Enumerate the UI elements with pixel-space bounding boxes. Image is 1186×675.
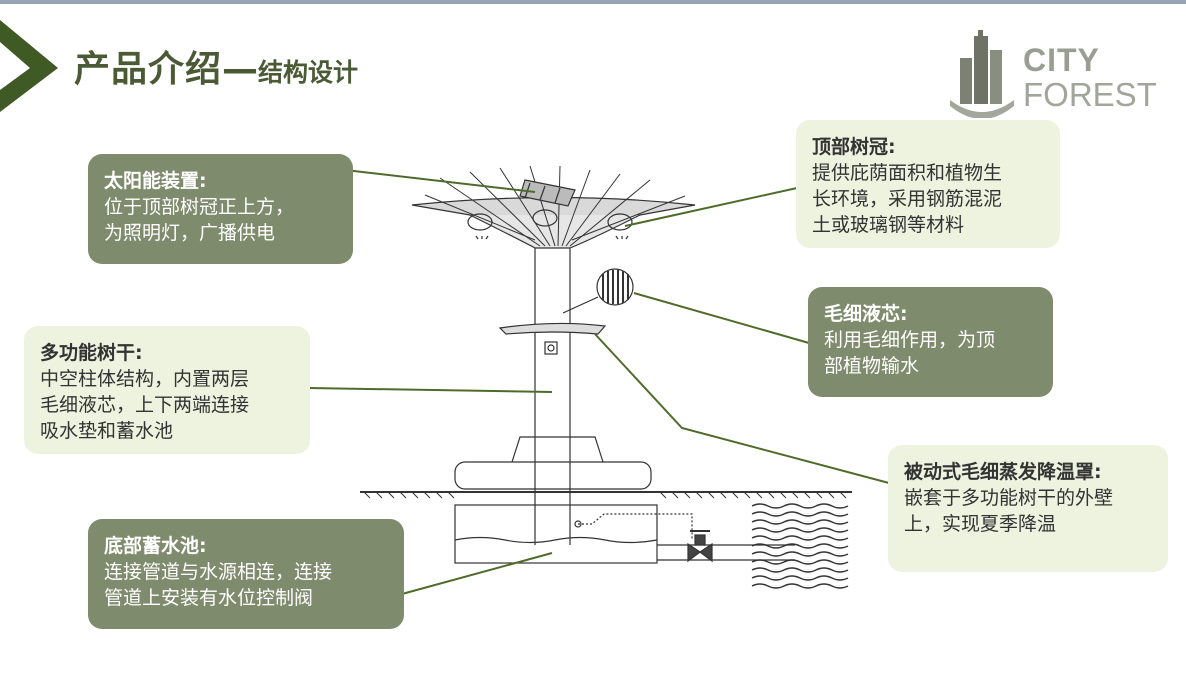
callout-solar: 太阳能装置: 位于顶部树冠正上方， 为照明灯，广播供电	[88, 154, 353, 264]
callout-tank: 底部蓄水池: 连接管道与水源相连，连接 管道上安装有水位控制阀	[88, 519, 404, 629]
leader-crown	[624, 187, 798, 227]
callout-trunk: 多功能树干: 中空柱体结构，内置两层 毛细液芯，上下两端连接 吸水垫和蓄水池	[24, 326, 310, 454]
leader-solar	[344, 169, 536, 193]
logo-text: CITY FOREST	[1023, 44, 1157, 111]
logo-forest: FOREST	[1023, 76, 1157, 113]
city-forest-logo-icon	[950, 30, 1014, 118]
callout-crown: 顶部树冠: 提供庇荫面积和植物生 长环境，采用钢筋混泥 土或玻璃钢等材料	[796, 120, 1060, 248]
page-title-dash: —	[222, 49, 259, 90]
leader-tank	[401, 552, 553, 595]
callout-wick-body: 利用毛细作用，为顶 部植物输水	[824, 329, 996, 377]
callout-solar-body: 位于顶部树冠正上方， 为照明灯，广播供电	[104, 196, 295, 244]
callout-trunk-body: 中空柱体结构，内置两层 毛细液芯，上下两端连接 吸水垫和蓄水池	[40, 368, 250, 442]
top-border	[0, 0, 1186, 4]
callout-crown-title: 顶部树冠:	[812, 136, 896, 158]
callout-crown-body: 提供庇荫面积和植物生 长环境，采用钢筋混泥 土或玻璃钢等材料	[812, 162, 1003, 236]
leader-trunk	[308, 387, 553, 393]
callout-cover-body: 嵌套于多功能树干的外壁 上，实现夏季降温	[904, 487, 1114, 535]
page-title-sub: 结构设计	[258, 58, 359, 87]
corner-chevron-icon	[0, 20, 58, 112]
callout-solar-title: 太阳能装置:	[104, 170, 207, 192]
callout-tank-title: 底部蓄水池:	[104, 535, 207, 557]
callout-tank-body: 连接管道与水源相连，连接 管道上安装有水位控制阀	[104, 561, 333, 609]
callout-wick-title: 毛细液芯:	[824, 303, 908, 325]
callout-trunk-title: 多功能树干:	[40, 342, 143, 364]
callout-cover: 被动式毛细蒸发降温罩: 嵌套于多功能树干的外壁 上，实现夏季降温	[888, 445, 1168, 572]
page-title-main: 产品介绍	[74, 49, 223, 90]
logo-city: CITY	[1023, 42, 1100, 78]
page-title: 产品介绍—结构设计	[74, 40, 358, 90]
leader-cover	[594, 333, 890, 484]
callout-wick: 毛细液芯: 利用毛细作用，为顶 部植物输水	[808, 287, 1053, 397]
leader-wick	[633, 292, 810, 344]
callout-cover-title: 被动式毛细蒸发降温罩:	[904, 461, 1102, 483]
